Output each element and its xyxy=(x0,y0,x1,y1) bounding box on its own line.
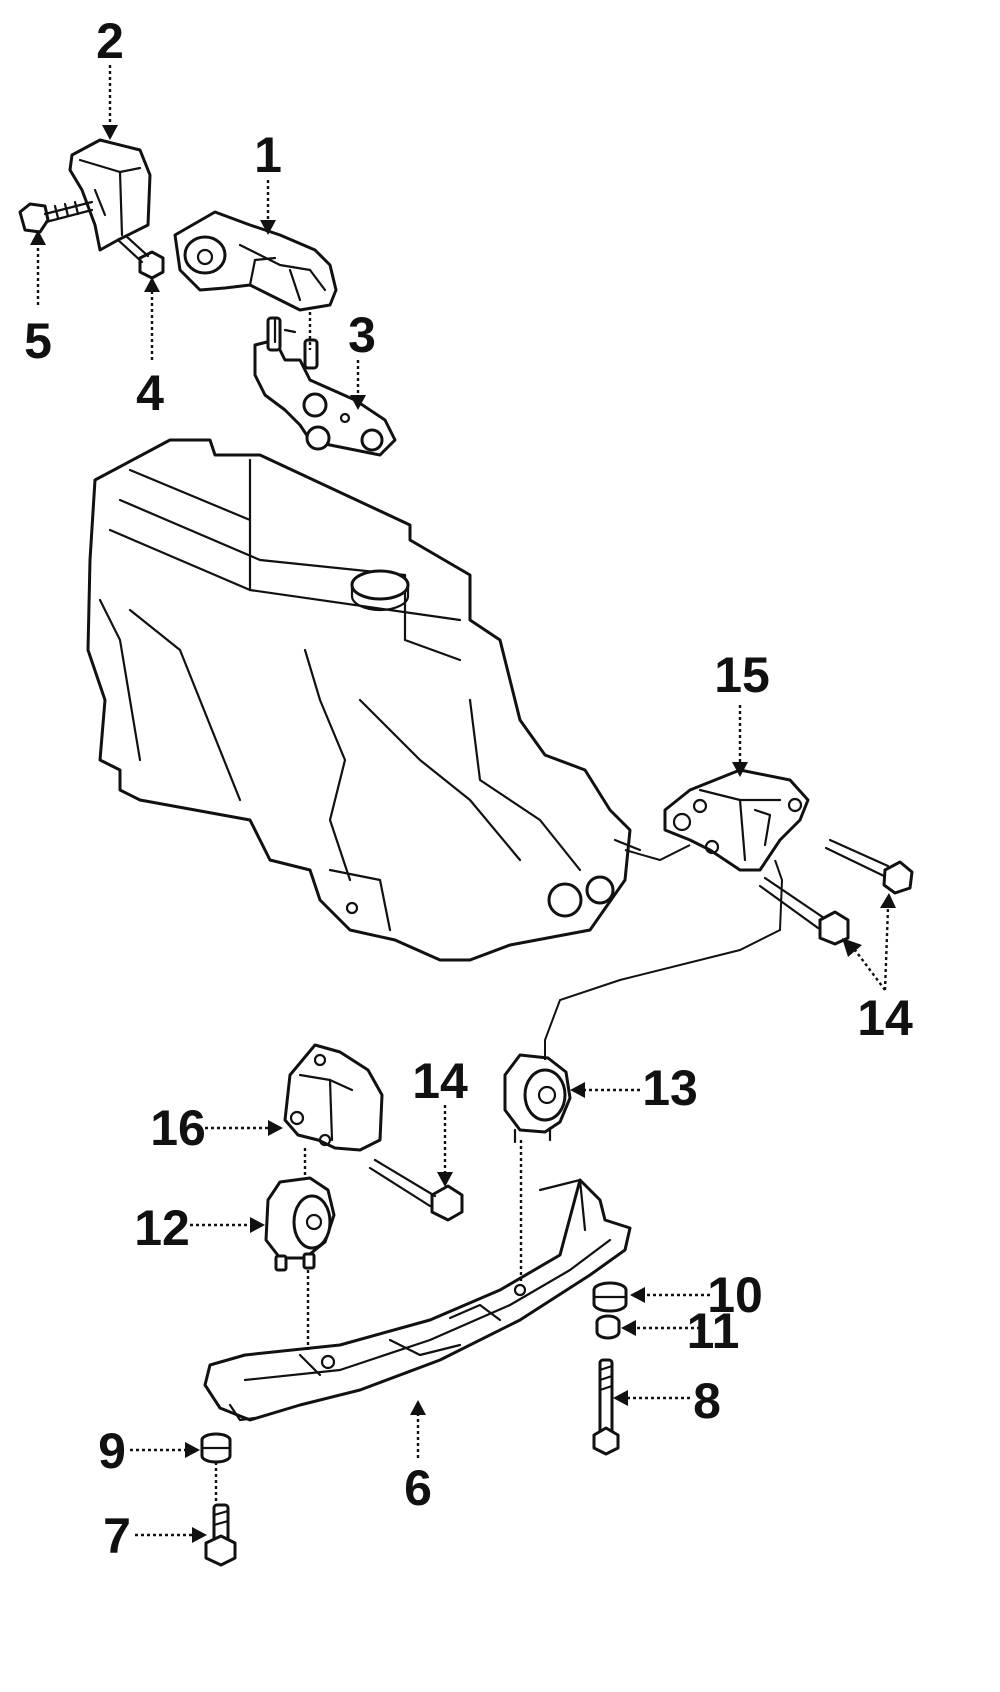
bolt-part-14-middle xyxy=(368,1158,464,1222)
crossmember-part-6 xyxy=(203,1178,632,1422)
bushing-part-11 xyxy=(595,1314,621,1340)
callout-12: 12 xyxy=(134,1200,190,1256)
bracket-part-15 xyxy=(283,1043,384,1152)
callout-1: 1 xyxy=(254,127,282,183)
callout-8: 8 xyxy=(693,1373,721,1429)
mount-part-13 xyxy=(503,1053,572,1144)
rear-bracket-part-16 xyxy=(663,768,810,872)
callout-14-middle: 14 xyxy=(412,1053,468,1109)
bolt-part-4 xyxy=(116,234,165,280)
mount-part-12 xyxy=(264,1176,336,1272)
callout-13: 13 xyxy=(642,1060,698,1116)
bolt-part-8 xyxy=(592,1358,620,1456)
bolt-part-5 xyxy=(18,200,94,234)
bushing-part-10 xyxy=(592,1281,628,1313)
bracket-part-2 xyxy=(68,138,152,252)
mount-bracket-part-3 xyxy=(253,316,397,457)
callout-9: 9 xyxy=(98,1423,126,1479)
callout-14-right: 14 xyxy=(857,990,913,1046)
bolts-part-14-right xyxy=(758,838,914,946)
callout-2: 2 xyxy=(96,13,124,69)
callout-11: 11 xyxy=(687,1303,740,1359)
callout-labels: 2 1 3 5 4 15 14 13 14 16 12 10 11 8 6 9 … xyxy=(24,13,913,1564)
callout-7: 7 xyxy=(103,1508,131,1564)
bolt-part-7 xyxy=(204,1503,237,1567)
callout-5: 5 xyxy=(24,313,52,369)
leader-lines xyxy=(30,65,896,1543)
callout-10: 10 xyxy=(707,1267,763,1323)
callout-6: 6 xyxy=(404,1460,432,1516)
bushing-part-9 xyxy=(200,1432,232,1464)
upper-mount-part-1 xyxy=(173,210,338,312)
alignment-lines xyxy=(214,312,784,1505)
engine-transaxle-assembly xyxy=(86,438,642,962)
callout-3: 3 xyxy=(348,307,376,363)
callout-15: 16 xyxy=(150,1100,206,1156)
callout-4: 4 xyxy=(136,365,164,421)
callout-16: 15 xyxy=(714,647,770,703)
